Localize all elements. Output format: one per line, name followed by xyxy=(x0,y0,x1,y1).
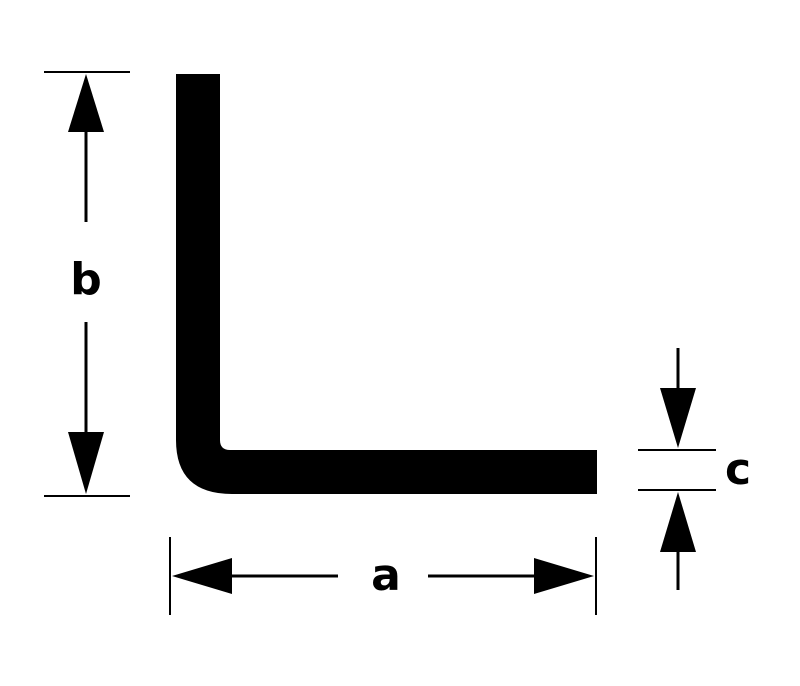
dimension-b-arrow-down-icon xyxy=(68,432,104,494)
dimension-c-arrow-up-icon xyxy=(660,492,696,552)
dimension-a-arrow-left-icon xyxy=(172,558,232,594)
dimension-b-label: b xyxy=(70,254,102,305)
dimension-b: b xyxy=(44,71,130,497)
dimension-c-label: c xyxy=(725,444,751,495)
dimension-a: a xyxy=(169,537,597,615)
dimension-c: c xyxy=(638,348,751,590)
angle-profile-shape xyxy=(176,74,597,494)
dimension-c-arrow-down-icon xyxy=(660,388,696,448)
dimension-a-arrow-right-icon xyxy=(534,558,594,594)
dimension-b-arrow-up-icon xyxy=(68,74,104,132)
dimension-a-label: a xyxy=(371,550,401,601)
